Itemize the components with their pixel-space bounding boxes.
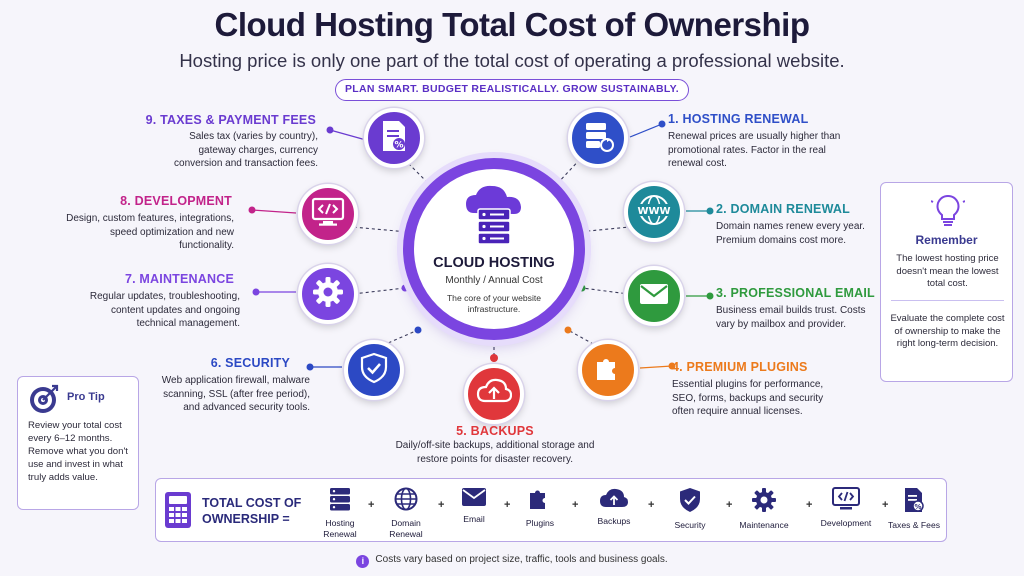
code-monitor-icon [832, 487, 860, 515]
pro-tip-box: Pro Tip Review your total cost every 6–1… [17, 376, 139, 510]
svg-text:%: % [394, 140, 403, 150]
maintenance-description: Regular updates, troubleshooting, conten… [89, 291, 240, 329]
lightbulb-icon [930, 191, 966, 234]
domain-renewal-node: WWW [624, 182, 684, 242]
hub-title: CLOUD HOSTING [433, 255, 555, 271]
tco-summary-bar: TOTAL COST OF OWNERSHIP = Hosting Renewa… [155, 478, 947, 542]
tco-plus: + [504, 499, 511, 511]
tco-item-label: Security [674, 520, 706, 530]
remember-divider [891, 300, 1004, 301]
tco-plus: + [368, 499, 375, 511]
tco-item-security: Security [662, 487, 718, 531]
gear-icon [751, 488, 777, 517]
footnote-text: Costs vary based on project size, traffi… [375, 554, 668, 565]
tco-item-label: Hosting Renewal [323, 518, 357, 539]
tco-plus: + [882, 499, 889, 511]
pro-tip-text: Review your total cost every 6–12 months… [28, 420, 128, 483]
taxes-fees-node: % [364, 108, 424, 168]
remember-box: Remember The lowest hosting price doesn'… [880, 182, 1013, 382]
domain-renewal-description: Domain names renew every year. Premium d… [716, 221, 865, 246]
svg-text:%: % [914, 503, 921, 511]
tagline-pill: PLAN SMART. BUDGET REALISTICALLY. GROW S… [335, 79, 689, 101]
globe-icon [394, 487, 418, 515]
cloud-upload-icon [599, 488, 629, 513]
tco-item-label: Development [820, 518, 872, 528]
tco-item-label: Domain Renewal [389, 518, 423, 539]
maintenance-node [298, 264, 358, 324]
tco-item-maintenance: Maintenance [736, 487, 792, 531]
development-node [298, 184, 358, 244]
remember-title: Remember [915, 233, 978, 247]
backups-description: Daily/off-site backups, additional stora… [395, 440, 595, 465]
security-title: 6. SECURITY [210, 356, 290, 370]
tco-item-taxes-fees: % Taxes & Fees [886, 487, 942, 531]
receipt-percent-icon: % [379, 119, 409, 158]
taxes-fees-title: 9. TAXES & PAYMENT FEES [145, 113, 316, 127]
tco-item-label: Email [463, 514, 485, 524]
tco-item-backups: Backups [586, 487, 642, 527]
puzzle-icon [593, 353, 623, 388]
professional-email-description: Business email builds trust. Costs vary … [716, 305, 866, 330]
tco-item-domain-renewal: Domain Renewal [378, 487, 434, 539]
tco-item-label: Plugins [525, 518, 555, 528]
shield-check-icon [679, 488, 701, 517]
shield-check-icon [360, 352, 388, 389]
premium-plugins-node [578, 340, 638, 400]
cloud-upload-icon [476, 377, 513, 412]
hub-description: The core of your website infrastructure. [446, 293, 542, 314]
server-refresh-icon [581, 119, 615, 158]
tco-item-plugins: Plugins [512, 487, 568, 529]
tco-item-development: Development [818, 487, 874, 529]
cloud-server-icon [460, 183, 528, 254]
gear-icon [312, 276, 344, 313]
taxes-fees-description: Sales tax (varies by country), gateway c… [174, 131, 318, 169]
development-description: Design, custom features, integrations, s… [66, 213, 234, 251]
development-title: 8. DEVELOPMENT [120, 194, 232, 208]
tco-item-label: Backups [597, 516, 631, 526]
domain-renewal-title: 2. DOMAIN RENEWAL [716, 202, 850, 216]
footnote: i Costs vary based on project size, traff… [0, 554, 1024, 568]
backups-node [464, 364, 524, 424]
code-monitor-icon [311, 197, 345, 232]
tco-plus: + [726, 499, 733, 511]
tco-plus: + [648, 499, 655, 511]
page-subtitle: Hosting price is only one part of the to… [179, 50, 845, 71]
tco-item-hosting-renewal: Hosting Renewal [312, 487, 368, 539]
maintenance-title: 7. MAINTENANCE [124, 272, 234, 286]
security-node [344, 340, 404, 400]
puzzle-icon [528, 490, 552, 515]
security-description: Web application firewall, malware scanni… [161, 375, 310, 413]
hub-subtitle: Monthly / Annual Cost [445, 275, 543, 286]
www-globe-icon: WWW [636, 194, 672, 231]
page-title: Cloud Hosting Total Cost of Ownership [214, 6, 810, 43]
tco-item-email: Email [446, 487, 502, 525]
tco-item-label: Maintenance [739, 520, 789, 530]
tco-item-label: Taxes & Fees [887, 520, 941, 530]
svg-text:WWW: WWW [637, 206, 670, 217]
pro-tip-title: Pro Tip [67, 391, 105, 403]
tco-plus: + [438, 499, 445, 511]
hosting-renewal-node [568, 108, 628, 168]
calculator-icon [164, 491, 192, 534]
professional-email-node [624, 266, 684, 326]
remember-text-2: Evaluate the complete cost of ownership … [890, 313, 1005, 349]
tco-plus: + [572, 499, 579, 511]
tco-label: TOTAL COST OF OWNERSHIP = [202, 496, 302, 526]
server-icon [329, 488, 351, 515]
hosting-renewal-title: 1. HOSTING RENEWAL [668, 112, 809, 126]
receipt-percent-icon: % [903, 488, 925, 517]
info-icon: i [356, 555, 370, 568]
premium-plugins-description: Essential plugins for performance, SEO, … [672, 379, 824, 417]
tco-plus: + [806, 499, 813, 511]
envelope-icon [638, 282, 670, 311]
envelope-icon [461, 488, 487, 511]
remember-text-1: The lowest hosting price doesn't mean th… [896, 253, 999, 289]
backups-title: 5. BACKUPS [456, 424, 534, 438]
cloud-hosting-hub: CLOUD HOSTING Monthly / Annual Cost The … [403, 158, 585, 340]
hosting-renewal-description: Renewal prices are usually higher than p… [668, 131, 841, 169]
professional-email-title: 3. PROFESSIONAL EMAIL [716, 286, 875, 300]
premium-plugins-title: 4. PREMIUM PLUGINS [672, 360, 808, 374]
target-icon [28, 383, 60, 420]
